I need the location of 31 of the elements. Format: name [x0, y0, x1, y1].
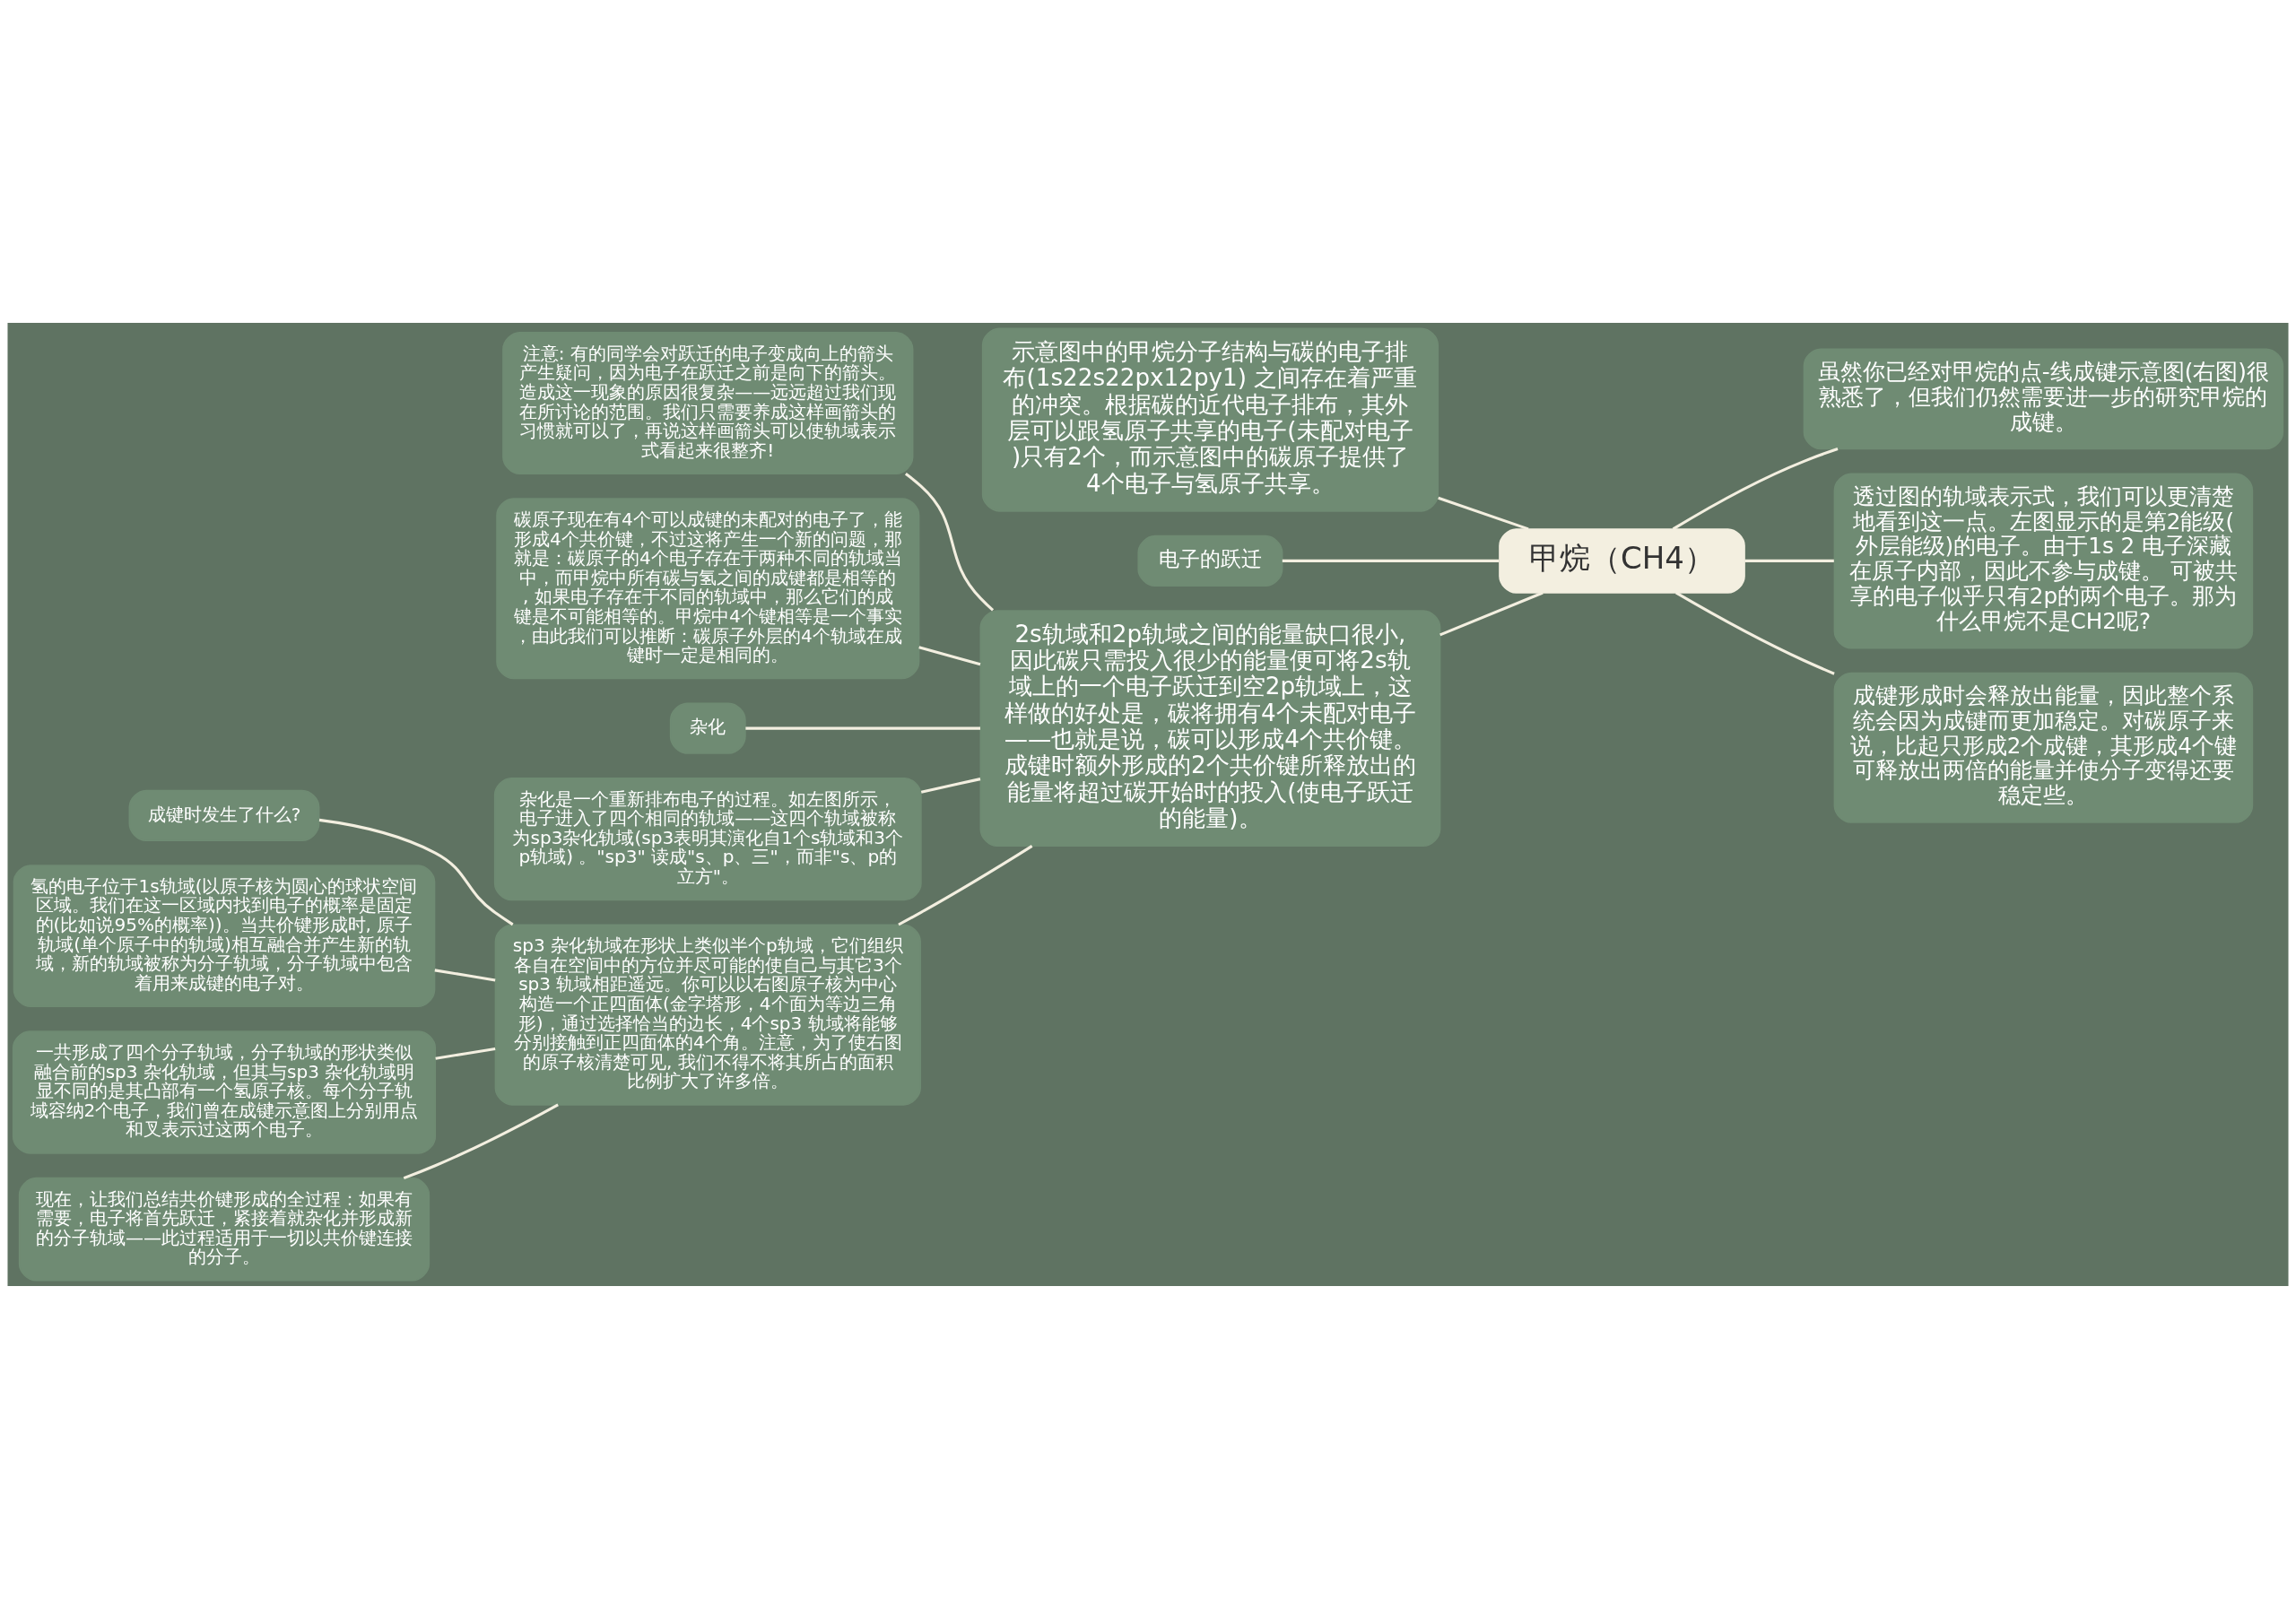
connector — [918, 645, 981, 665]
node-box: 成键形成时会释放出能量，因此整个系统会因为成键而更加稳定。对碳原子来说，比起只形成2个成键，其形成4个键可释放出两倍的能量并使分子变得还要稳定些。 — [1833, 672, 2254, 823]
node-box: 成键时发生了什么? — [128, 789, 320, 841]
connector — [1672, 447, 1839, 530]
connector — [318, 818, 514, 926]
connector — [1439, 591, 1544, 636]
connector — [920, 777, 981, 794]
connector — [1674, 591, 1835, 675]
node-box: 杂化是一个重新排布电子的过程。如左图所示，电子进入了四个相同的轨域——这四个轨域被称为sp3杂化轨域(sp3表明其演化自1个s轨域和3个p轨域) 。"sp3" 读成"s、p、三"，而非"s、p的立方"。 — [493, 777, 922, 900]
connector — [1282, 559, 1500, 562]
node-box: 杂化 — [669, 702, 746, 754]
node-box: 现在，让我们总结共价键形成的全过程：如果有需要，电子将首先跃迁，紧接着就杂化并形成新的分子轨域——此过程适用于一切以共价键连接的分子。 — [18, 1177, 430, 1282]
node-box: 氢的电子位于1s轨域(以原子核为圆心的球状空间区域。我们在这一区域内找到电子的概率是固定的(比如说95%的概率))。当共价键形成时, 原子轨域(单个原子中的轨域)相互融合并产生新的轨域，新的轨域被称为分子轨域，分子轨域中包含着用来成键的电子对。 — [13, 864, 436, 1007]
node-box: 注意: 有的同学会对跃迁的电子变成向上的箭头产生疑问，因为电子在跃迁之前是向下的箭头。造成这一现象的原因很复杂——远远超过我们现在所讨论的范围。我们只需要养成这样画箭头的习惯就可以了，再说这样画箭头可以使轨域表示式看起来很整齐! — [502, 331, 914, 474]
connector — [435, 1047, 496, 1060]
node-box: 一共形成了四个分子轨域，分子轨域的形状类似融合前的sp3 杂化轨域，但其与sp3 杂化轨域明显不同的是其凸部有一个氢原子核。每个分子轨域容纳2个电子，我们曾在成键示意图上分别用点和叉表示过这两个电子。 — [12, 1030, 437, 1154]
node-box: 甲烷（CH4） — [1499, 527, 1745, 594]
connector — [403, 1103, 559, 1179]
node-box: 碳原子现在有4个可以成键的未配对的电子了，能形成4个共价键，不过这将产生一个新的问题，那就是：碳原子的4个电子存在于两种不同的轨域当中，而甲烷中所有碳与氢之间的成键都是相等的, 如果电子存在于不同的轨域中，那么它们的成键是不可能相等的。甲烷中4个键相等是一个事实，由此我们可以推断：碳原子外层的4个轨域在成键时一定是相同的。 — [496, 497, 920, 679]
node-box: 透过图的轨域表示式，我们可以更清楚地看到这一点。左图显示的是第2能级(外层能级)的电子。由于1s 2 电子深藏在原子内部，因此不参与成键。 可被共享的电子似乎只有2p的两个电子。那为什么甲烷不是CH2呢? — [1833, 472, 2254, 648]
node-box: sp3 杂化轨域在形状上类似半个p轨域，它们组织各自在空间中的方位并尽可能的使自己与其它3个sp3 轨域相距遥远。你可以以右图原子核为中心构造一个正四面体(金字塔形，4个面为等边三角形)，通过选择恰当的边长，4个sp3 轨域将能够分别接触到正四面体的4个角。注意，为了使右图的原子核清楚可见, 我们不得不将其所占的面积比例扩大了许多倍。 — [494, 924, 921, 1106]
connector — [904, 472, 995, 612]
node-box: 2s轨域和2p轨域之间的能量缺口很小, 因此碳只需投入很少的能量便可将2s轨域上的一个电子跃迁到空2p轨域上，这样做的好处是，碳将拥有4个未配对电子——也就是说，碳可以形成4个共价键。成键时额外形成的2个共价键所释放出的能量将超过碳开始时的投入(使电子跃迁的能量)。 — [979, 609, 1441, 847]
connector — [898, 844, 1033, 926]
connector — [1438, 496, 1529, 530]
node-box: 电子的跃迁 — [1137, 535, 1283, 587]
node-box: 示意图中的甲烷分子结构与碳的电子排布(1s22s22px12py1) 之间存在着严重的冲突。根据碳的近代电子排布，其外层可以跟氢原子共享的电子(未配对电子)只有2个，而示意图中的碳原子提供了4个电子与氢原子共享。 — [981, 326, 1439, 512]
connector — [434, 968, 496, 981]
connector — [745, 726, 980, 730]
node-box: 虽然你已经对甲烷的点-线成键示意图(右图)很熟悉了，但我们仍然需要进一步的研究甲烷的成键。 — [1803, 348, 2284, 449]
connector — [1744, 559, 1834, 562]
